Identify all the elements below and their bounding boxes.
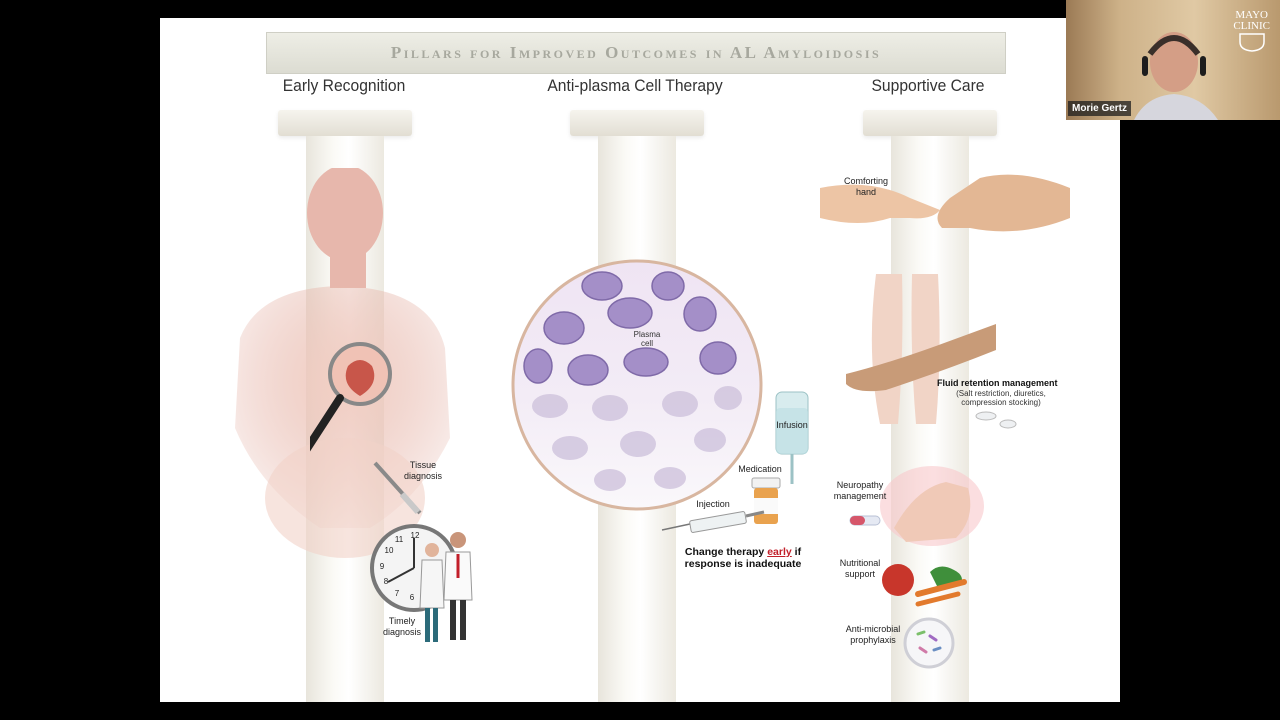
syringe-icon — [661, 510, 765, 533]
iv-bag-icon — [775, 391, 809, 484]
biopsy-needle-icon — [373, 461, 422, 515]
clock-number-11: 11 — [394, 535, 404, 544]
doctors-illustration — [419, 532, 473, 642]
pillar-heading-early-recognition: Early Recognition — [282, 76, 406, 95]
participant-name-tag: Morie Gertz — [1068, 101, 1132, 116]
vegetables-icon — [882, 564, 967, 607]
clock-number-7: 7 — [394, 589, 400, 598]
label-fluid-retention-detail: (Salt restriction, diuretics, compressio… — [956, 389, 1046, 407]
legs-compression-illustration — [846, 274, 996, 424]
label-infusion: Infusion — [776, 420, 808, 430]
label-nutritional-support: Nutritional support — [839, 558, 881, 579]
logo-line-1: MAYO — [1235, 9, 1268, 21]
petri-dish-icon — [903, 617, 955, 669]
label-tissue-diagnosis: Tissue diagnosis — [403, 460, 443, 481]
label-injection: Injection — [696, 499, 730, 509]
clock-number-10: 10 — [384, 546, 394, 555]
label-comforting-hand: Comforting hand — [843, 176, 888, 197]
label-neuropathy-management: Neuropathy management — [833, 480, 887, 501]
slide-title: Pillars for Improved Outcomes in AL Amyl… — [390, 43, 882, 62]
presenter-silhouette — [1134, 32, 1218, 120]
mayo-clinic-logo: MAYO CLINIC — [1233, 10, 1270, 55]
change-therapy-text-post: if — [791, 546, 802, 558]
change-therapy-text-pre: Change therapy — [684, 546, 768, 558]
pillar-heading-supportive-care: Supportive Care — [871, 76, 985, 95]
change-therapy-text-line2: response is inadequate — [684, 558, 802, 570]
change-therapy-text: Change therapy early if response is inad… — [668, 546, 818, 570]
shield-icon — [1238, 33, 1265, 52]
clock-number-8: 8 — [383, 577, 389, 586]
pills-icon — [975, 411, 1017, 429]
clock-number-6: 6 — [409, 593, 415, 602]
pill-bottle-icon — [751, 477, 781, 524]
label-medication: Medication — [738, 464, 782, 474]
logo-line-2: CLINIC — [1233, 20, 1270, 32]
clock-number-12: 12 — [410, 531, 420, 540]
presentation-slide: Pillars for Improved Outcomes in AL Amyl… — [160, 18, 1120, 702]
pillar-heading-therapy: Anti-plasma Cell Therapy — [547, 76, 723, 95]
label-antimicrobial-prophylaxis: Anti-microbial prophylaxis — [845, 624, 901, 645]
title-banner: Pillars for Improved Outcomes in AL Amyl… — [266, 32, 1006, 74]
change-therapy-early-word: early — [767, 546, 792, 558]
label-timely-diagnosis: Timely diagnosis — [382, 616, 422, 637]
feet-neuropathy-illustration — [880, 466, 984, 546]
comforting-hands-illustration — [820, 174, 1070, 232]
label-plasma-cell: Plasma cell — [633, 330, 661, 348]
clock-number-9: 9 — [379, 562, 385, 571]
webcam-video: MAYO CLINIC Morie Gertz — [1066, 0, 1280, 120]
human-torso-illustration — [235, 168, 450, 558]
magnifying-glass-heart-icon — [310, 342, 392, 452]
label-fluid-retention: Fluid retention management — [937, 378, 1058, 388]
plasma-cell-circle — [511, 259, 763, 511]
capsule-icon — [849, 515, 881, 526]
